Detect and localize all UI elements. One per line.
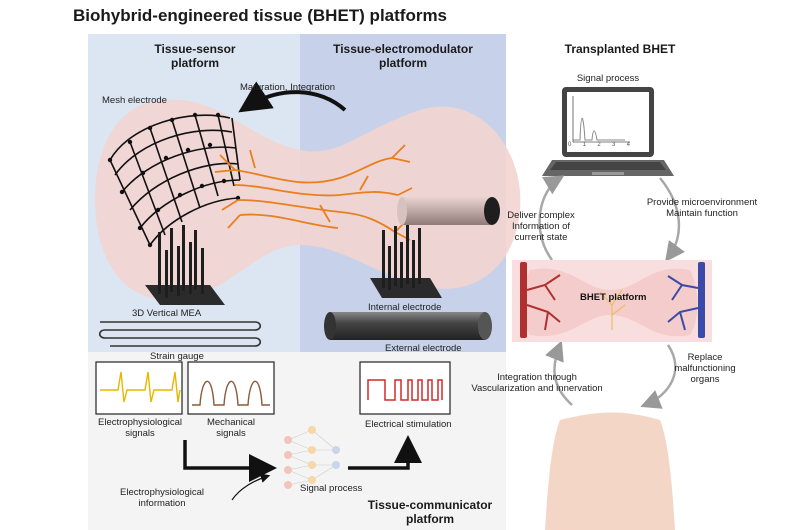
ephys-box <box>95 361 183 415</box>
laptop-tick-labels: 0 1 2 3 4 <box>568 142 630 148</box>
mech-trace <box>192 380 270 406</box>
provide-arrow <box>659 177 685 263</box>
electrical-stimulation-label: Electrical stimulation <box>365 419 452 430</box>
artery <box>520 262 527 338</box>
mesh-electrode-label: Mesh electrode <box>102 95 167 106</box>
stim-box <box>359 361 451 415</box>
signals-to-process-arrow <box>183 440 277 482</box>
ephys-info-arrow <box>231 473 271 501</box>
laptop-tick-0: 0 <box>568 142 572 148</box>
mesh-electrode <box>109 114 241 246</box>
laptop-tick-4: 4 <box>626 142 630 148</box>
laptop-icon <box>542 87 674 176</box>
vein <box>698 262 705 338</box>
ephys-trace <box>100 371 181 403</box>
laptop-tick-3: 3 <box>611 142 616 148</box>
top-cylinder <box>397 197 500 225</box>
main-title: Biohybrid-engineered tissue (BHET) platf… <box>72 6 448 25</box>
human-torso-icon <box>545 412 675 530</box>
strain-gauge <box>98 321 262 347</box>
transplanted-title: Transplanted BHET <box>564 42 676 56</box>
stim-trace <box>367 379 443 401</box>
replace-arrow <box>640 344 677 409</box>
bhet-platform-label: BHET platform <box>580 292 647 303</box>
neural-network-icon <box>284 426 340 489</box>
vertical-mea <box>145 225 225 305</box>
artery-branches <box>526 274 561 331</box>
process-to-stim-arrow <box>348 435 422 470</box>
deliver-arrow <box>538 175 565 261</box>
internal-electrode-label: Internal electrode <box>368 302 442 313</box>
laptop-tick-2: 2 <box>597 142 601 148</box>
integration-arrow <box>545 340 573 406</box>
maturation-arrow <box>238 81 347 113</box>
external-electrode <box>324 312 492 340</box>
mea-label: 3D Vertical MEA <box>132 308 202 319</box>
external-electrode-label: External electrode <box>385 343 462 354</box>
internal-electrode <box>370 222 442 298</box>
strain-gauge-label: Strain gauge <box>150 351 204 362</box>
vein-branches <box>667 275 699 331</box>
laptop-tick-1: 1 <box>582 142 586 148</box>
maturation-label: Maturation, Integration <box>240 82 336 93</box>
mesh-electrode-nodes <box>107 112 241 248</box>
laptop-signal-process-label: Signal process <box>576 73 640 84</box>
bhet-neuron <box>599 289 626 330</box>
mech-box <box>187 361 275 415</box>
signal-process-label: Signal process <box>300 483 363 494</box>
neurons <box>214 144 413 241</box>
